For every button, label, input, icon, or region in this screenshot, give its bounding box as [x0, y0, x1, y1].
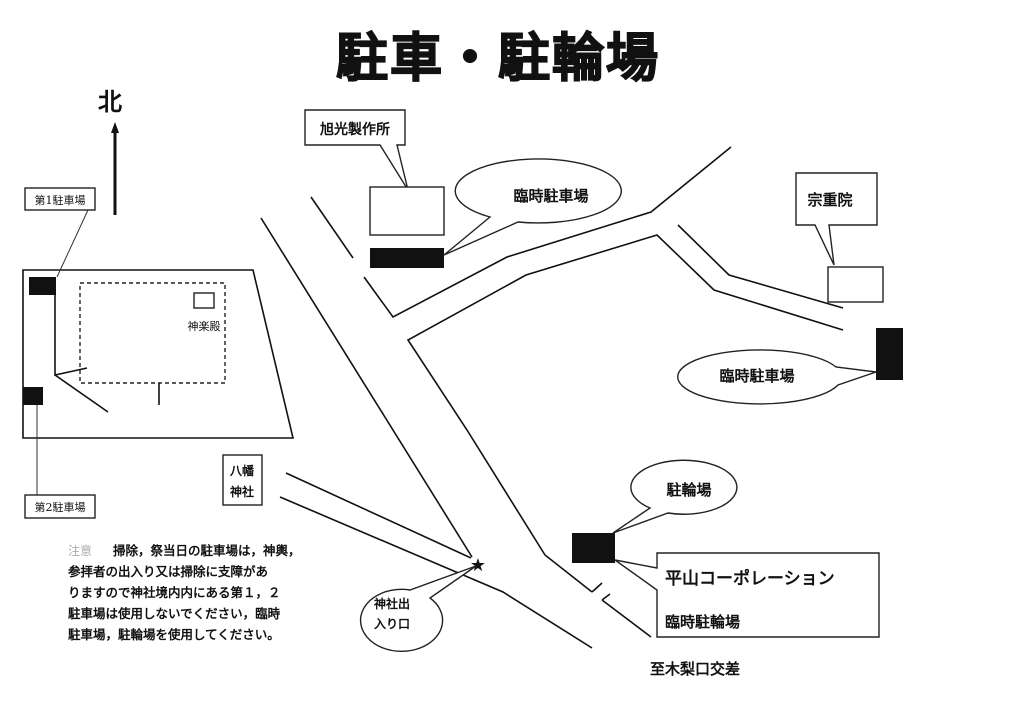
hachiman-shrine-callout: 八幡 神社 — [222, 454, 263, 506]
parking-1-marker — [29, 277, 56, 295]
kyokko-callout: 旭光製作所 — [304, 109, 409, 191]
parking-1-leader — [56, 209, 89, 278]
road-northeast-upper — [363, 146, 732, 319]
hirayama-callout: 平山コーポレーション 臨時駐輪場 — [614, 552, 880, 638]
bicycle-parking-callout: 駐輪場 — [612, 459, 738, 534]
notice-heading: 注意 — [68, 543, 92, 558]
entrance-label-line1: 神社出 — [374, 596, 410, 611]
roads — [260, 146, 844, 649]
soujuin-building — [827, 266, 884, 303]
kaguraden-building — [193, 292, 215, 309]
precinct-outline — [22, 269, 295, 439]
kyokko-label: 旭光製作所 — [319, 121, 390, 138]
parking-2-marker — [23, 387, 43, 405]
kaguraden-label: 神楽殿 — [188, 319, 221, 333]
notice-line: 参拝者の出入り又は掃除に支障があ — [68, 564, 268, 579]
parking-2-label: 第2駐車場 — [35, 500, 86, 514]
shrine-entrance-star-icon: ★ — [470, 555, 486, 576]
kyokko-building — [369, 186, 445, 236]
hachiman-label-line1: 八幡 — [229, 463, 255, 478]
soujuin-callout: 宗重院 — [795, 172, 878, 266]
north-arrow-head-icon — [111, 122, 119, 133]
temp-parking-east-callout: 臨時駐車場 — [677, 349, 877, 405]
road-south-tail — [591, 582, 652, 638]
intersection-label: 至木梨口交差 — [650, 660, 740, 678]
temp-parking-north-callout: 臨時駐車場 — [443, 158, 622, 256]
notice-text: 注意 掃除，祭当日の駐車場は，神輿， 参拝者の出入り又は掃除に支障があ りますの… — [68, 543, 301, 642]
temp-parking-east-marker — [876, 328, 903, 380]
bicycle-parking-marker — [572, 533, 615, 563]
notice-line: 駐車場，駐輪場を使用してください。 — [68, 627, 280, 642]
shrine-precinct: 神楽殿 — [22, 209, 295, 495]
road-hachiman-lower — [279, 496, 593, 649]
inner-dashed-area — [79, 282, 226, 384]
parking-1-callout: 第1駐車場 — [24, 187, 96, 211]
road-northeast-lower — [406, 234, 844, 593]
temp-parking-north-label: 臨時駐車場 — [513, 187, 588, 205]
north-arrow: 北 — [98, 88, 122, 215]
notice-line: りますので神社境内内にある第１，２ — [68, 585, 281, 600]
road-east-upper — [677, 224, 844, 309]
hirayama-temp-bicycle-label: 臨時駐輪場 — [665, 613, 740, 631]
temp-parking-north-marker — [370, 248, 444, 268]
notice-line: 掃除，祭当日の駐車場は，神輿， — [113, 543, 301, 558]
entrance-label-line2: 入り口 — [374, 617, 410, 631]
road-main-west — [260, 217, 473, 558]
page-title: 駐車・駐輪場 — [336, 29, 660, 89]
hirayama-label: 平山コーポレーション — [665, 568, 835, 589]
road-hachiman-upper — [285, 472, 472, 559]
temp-parking-east-label: 臨時駐車場 — [719, 367, 794, 385]
road-short-north — [310, 196, 354, 259]
soujuin-label: 宗重院 — [807, 191, 852, 209]
hachiman-label-line2: 神社 — [230, 484, 254, 499]
parking-1-label: 第1駐車場 — [35, 193, 86, 207]
notice-line: 駐車場は使用しないでください，臨時 — [68, 606, 281, 621]
parking-2-callout: 第2駐車場 — [24, 494, 96, 519]
shrine-entrance-callout: 神社出 入り口 — [359, 565, 477, 653]
north-label: 北 — [98, 88, 122, 116]
approach-path — [54, 277, 160, 413]
bicycle-parking-label: 駐輪場 — [666, 481, 711, 499]
